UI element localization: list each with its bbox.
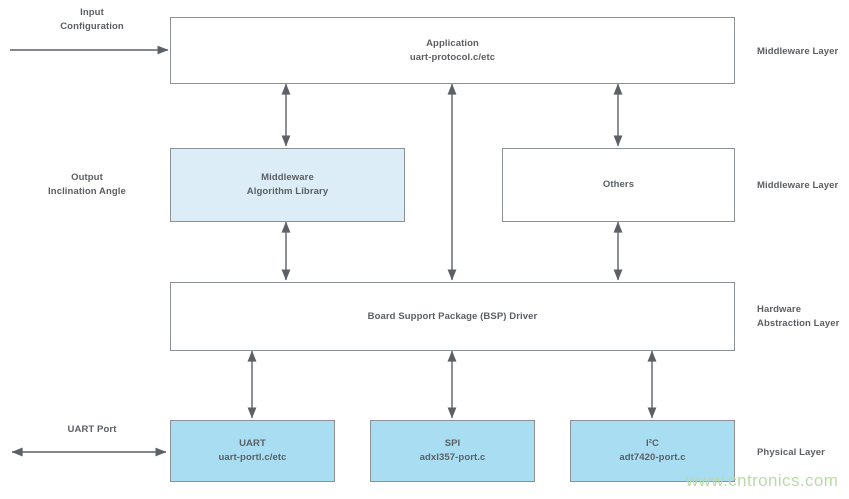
box-middleware-line2: Algorithm Library [246, 186, 329, 197]
layer-label-middleware-top: Middleware Layer [757, 45, 838, 59]
side-label-output-line1: Output [71, 172, 103, 183]
layer-label-hardware-abstraction: Hardware Abstraction Layer [757, 303, 839, 332]
layer-label-hardware-line1: Hardware [757, 304, 802, 315]
box-uart[interactable]: UART uart-portl.c/etc [170, 420, 335, 482]
box-others[interactable]: Others [502, 148, 735, 222]
box-application[interactable]: Application uart-protocol.c/etc [170, 17, 735, 84]
side-label-input-line1: Input [80, 7, 104, 18]
box-i2c-line1: I²C [646, 438, 659, 450]
box-others-line1: Others [602, 179, 635, 191]
box-application-line1: Application [426, 37, 479, 49]
layer-label-hardware-line2: Abstraction Layer [757, 318, 840, 330]
box-i2c[interactable]: I²C adt7420-port.c [570, 420, 735, 482]
watermark: www.cntronics.com [686, 471, 839, 490]
box-application-line2: uart-protocol.c/etc [409, 51, 496, 63]
side-label-output-inclination-angle: Output Inclination Angle [12, 171, 162, 200]
layer-label-middleware-top-line1: Middleware Layer [757, 46, 839, 57]
layer-label-middleware-second-line1: Middleware Layer [757, 180, 839, 191]
box-bsp-driver-line1: Board Support Package (BSP) Driver [367, 310, 538, 322]
layer-label-middleware-second: Middleware Layer [757, 179, 838, 193]
box-bsp-driver[interactable]: Board Support Package (BSP) Driver [170, 282, 735, 351]
layer-label-physical: Physical Layer [757, 446, 825, 460]
box-middleware-line1: Middleware [261, 172, 314, 184]
layer-label-physical-line1: Physical Layer [757, 447, 825, 458]
box-i2c-line2: adt7420-port.c [619, 452, 686, 463]
side-label-uart-port-line1: UART Port [67, 424, 117, 435]
box-spi-line1: SPI [444, 438, 461, 450]
box-uart-line2: uart-portl.c/etc [218, 452, 287, 463]
box-middleware-algorithm-library[interactable]: Middleware Algorithm Library [170, 148, 405, 222]
box-spi-line2: adxl357-port.c [419, 452, 486, 463]
box-spi[interactable]: SPI adxl357-port.c [370, 420, 535, 482]
side-label-input-line2: Configuration [60, 21, 124, 33]
side-label-output-line2: Inclination Angle [48, 186, 126, 198]
side-label-input-configuration: Input Configuration [22, 6, 162, 35]
side-label-uart-port: UART Port [22, 423, 162, 437]
box-uart-line1: UART [239, 438, 266, 450]
